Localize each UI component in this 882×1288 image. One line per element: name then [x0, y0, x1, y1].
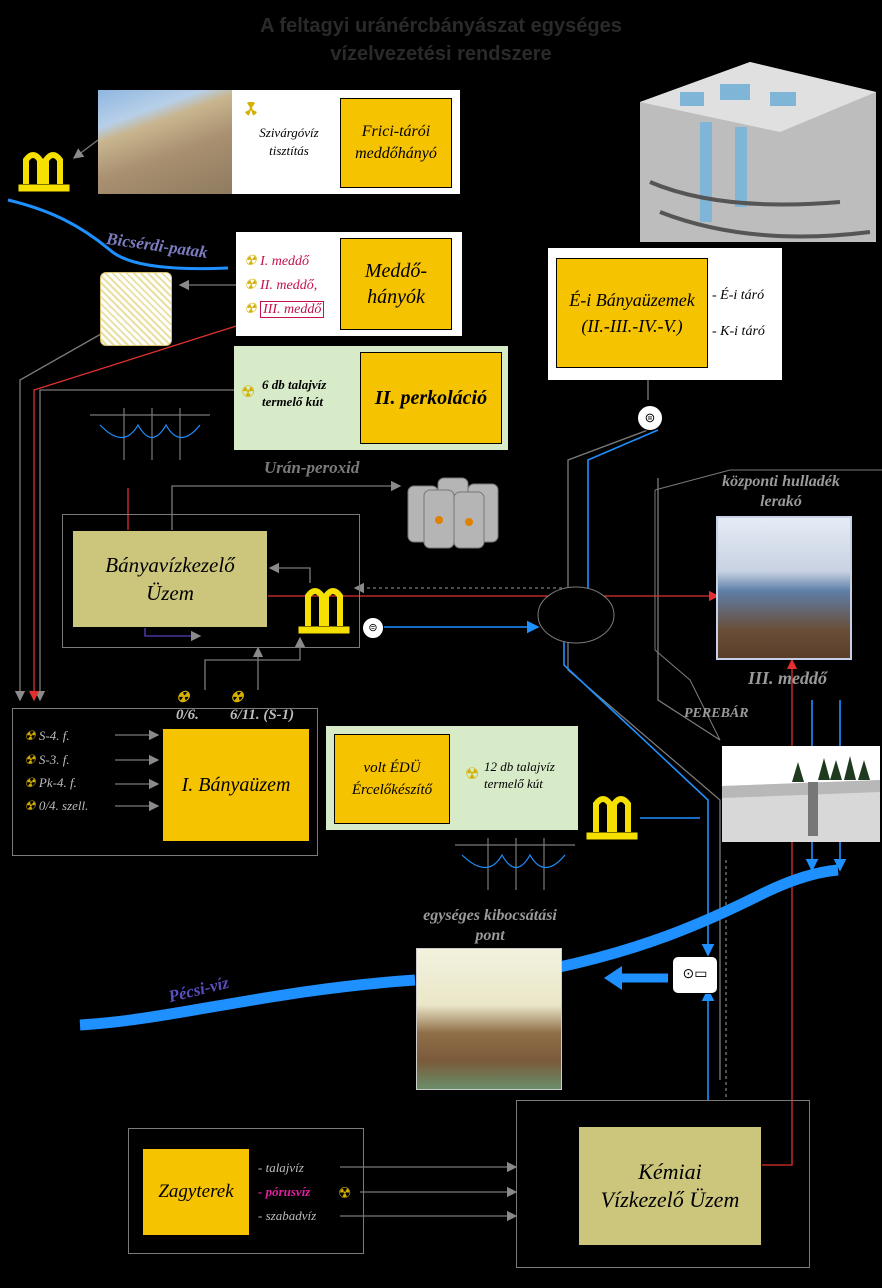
banyauzem1-box: I. Bányaüzem	[162, 728, 310, 842]
banyauzem1-outline	[12, 708, 318, 856]
perkolacio-box: II. perkoláció	[360, 352, 502, 444]
zagyterek-outline	[128, 1128, 364, 1254]
banyauzem1-item: ☢ Pk-4. f.	[24, 775, 77, 790]
meddo-item: III. meddő	[260, 301, 325, 318]
kvu-outline	[516, 1100, 810, 1268]
kvu-box: Kémiai Vízkezelő Üzem	[578, 1126, 762, 1246]
meddo-item: I. meddő	[260, 254, 310, 269]
radiation-icon: ☢	[244, 254, 257, 269]
outfall-meter-icon: ⊙▭	[672, 956, 718, 994]
zagyterek-item: - pórusvíz	[258, 1184, 311, 1199]
radiation-icon: ☢	[241, 384, 256, 401]
banyauzemek-note-2: - K-i táró	[712, 324, 765, 339]
radiation-icon: ☢	[244, 302, 257, 317]
zagyterek-box: Zagyterek	[142, 1148, 250, 1236]
banyauzem1-item: ☢ S-3. f.	[24, 752, 70, 767]
title-line-2: vízelvezetési rendszere	[330, 43, 552, 65]
radiation-icon: ☢	[338, 1186, 352, 1202]
zagyterek-item: - szabadvíz	[258, 1208, 317, 1223]
shaft-label-2: ☢ 6/11. (S-1)	[230, 690, 295, 723]
shaft-label-1: ☢ 0/6.	[176, 690, 199, 723]
banyauzemek-note-1: - É-i táró	[712, 288, 765, 303]
edu-box: volt ÉDÜ Ércelőkészítő	[334, 734, 450, 824]
title-line-1: A feltagyi uránércbányászat egységes	[260, 15, 622, 37]
frici-note: Szivárgóvíz tisztítás	[259, 125, 319, 158]
discharge-pump-icon	[16, 148, 72, 194]
edu-pump-icon	[584, 790, 640, 842]
perkolacio-note: 6 db talajvíz termelő kút	[262, 377, 327, 409]
kibocsatasi-label: egységes kibocsátási pont	[423, 907, 557, 944]
bvu-box: Bányavízkezelő Üzem	[72, 530, 268, 628]
banyauzemek-box: É-i Bányaüzemek (II.-III.-IV.-V.)	[556, 258, 708, 368]
meddohanyok-box: Meddő-hányók	[340, 238, 452, 330]
flow-meter-icon: ⊜	[637, 405, 663, 431]
banyauzem1-item: ☢ S-4. f.	[24, 728, 70, 743]
radiation-icon: ☢	[244, 278, 257, 293]
landfill-photo	[716, 516, 852, 660]
waste-dump-icon	[100, 272, 172, 346]
frici-box: Frici-tárói meddőhányó	[340, 98, 452, 188]
radiation-icon	[244, 100, 258, 118]
meddo-list: ☢ I. meddő ☢ II. meddő, ☢ III. meddő	[244, 250, 325, 322]
banyauzem1-item: ☢ 0/4. szell.	[24, 798, 89, 813]
outfall-photo	[416, 948, 562, 1090]
edu-note: 12 db talajvíz termelő kút	[484, 759, 555, 791]
mine-illustration	[640, 62, 876, 242]
zagyterek-item: - talajvíz	[258, 1160, 304, 1175]
radiation-icon: ☢	[465, 766, 480, 783]
bvu-outline	[62, 514, 360, 648]
uran-label: Urán-peroxid	[264, 458, 360, 477]
radiation-icon: ☢	[230, 690, 244, 706]
radiation-icon: ☢	[176, 690, 190, 706]
prb-diagram	[722, 746, 880, 842]
bvu-pump-icon	[296, 582, 352, 636]
iii-meddo-label: III. meddő	[748, 668, 828, 688]
perebar-label: PEREBÁR	[684, 706, 749, 721]
hillside-photo	[98, 90, 232, 194]
barrels-icon	[404, 470, 504, 550]
meddo-item: II. meddő,	[260, 278, 318, 293]
flow-meter-icon: ⊜	[362, 617, 384, 639]
page-title: A feltagyi uránércbányászat egységes víz…	[0, 12, 882, 68]
kozponti-label: központi hulladék lerakó	[722, 473, 840, 510]
